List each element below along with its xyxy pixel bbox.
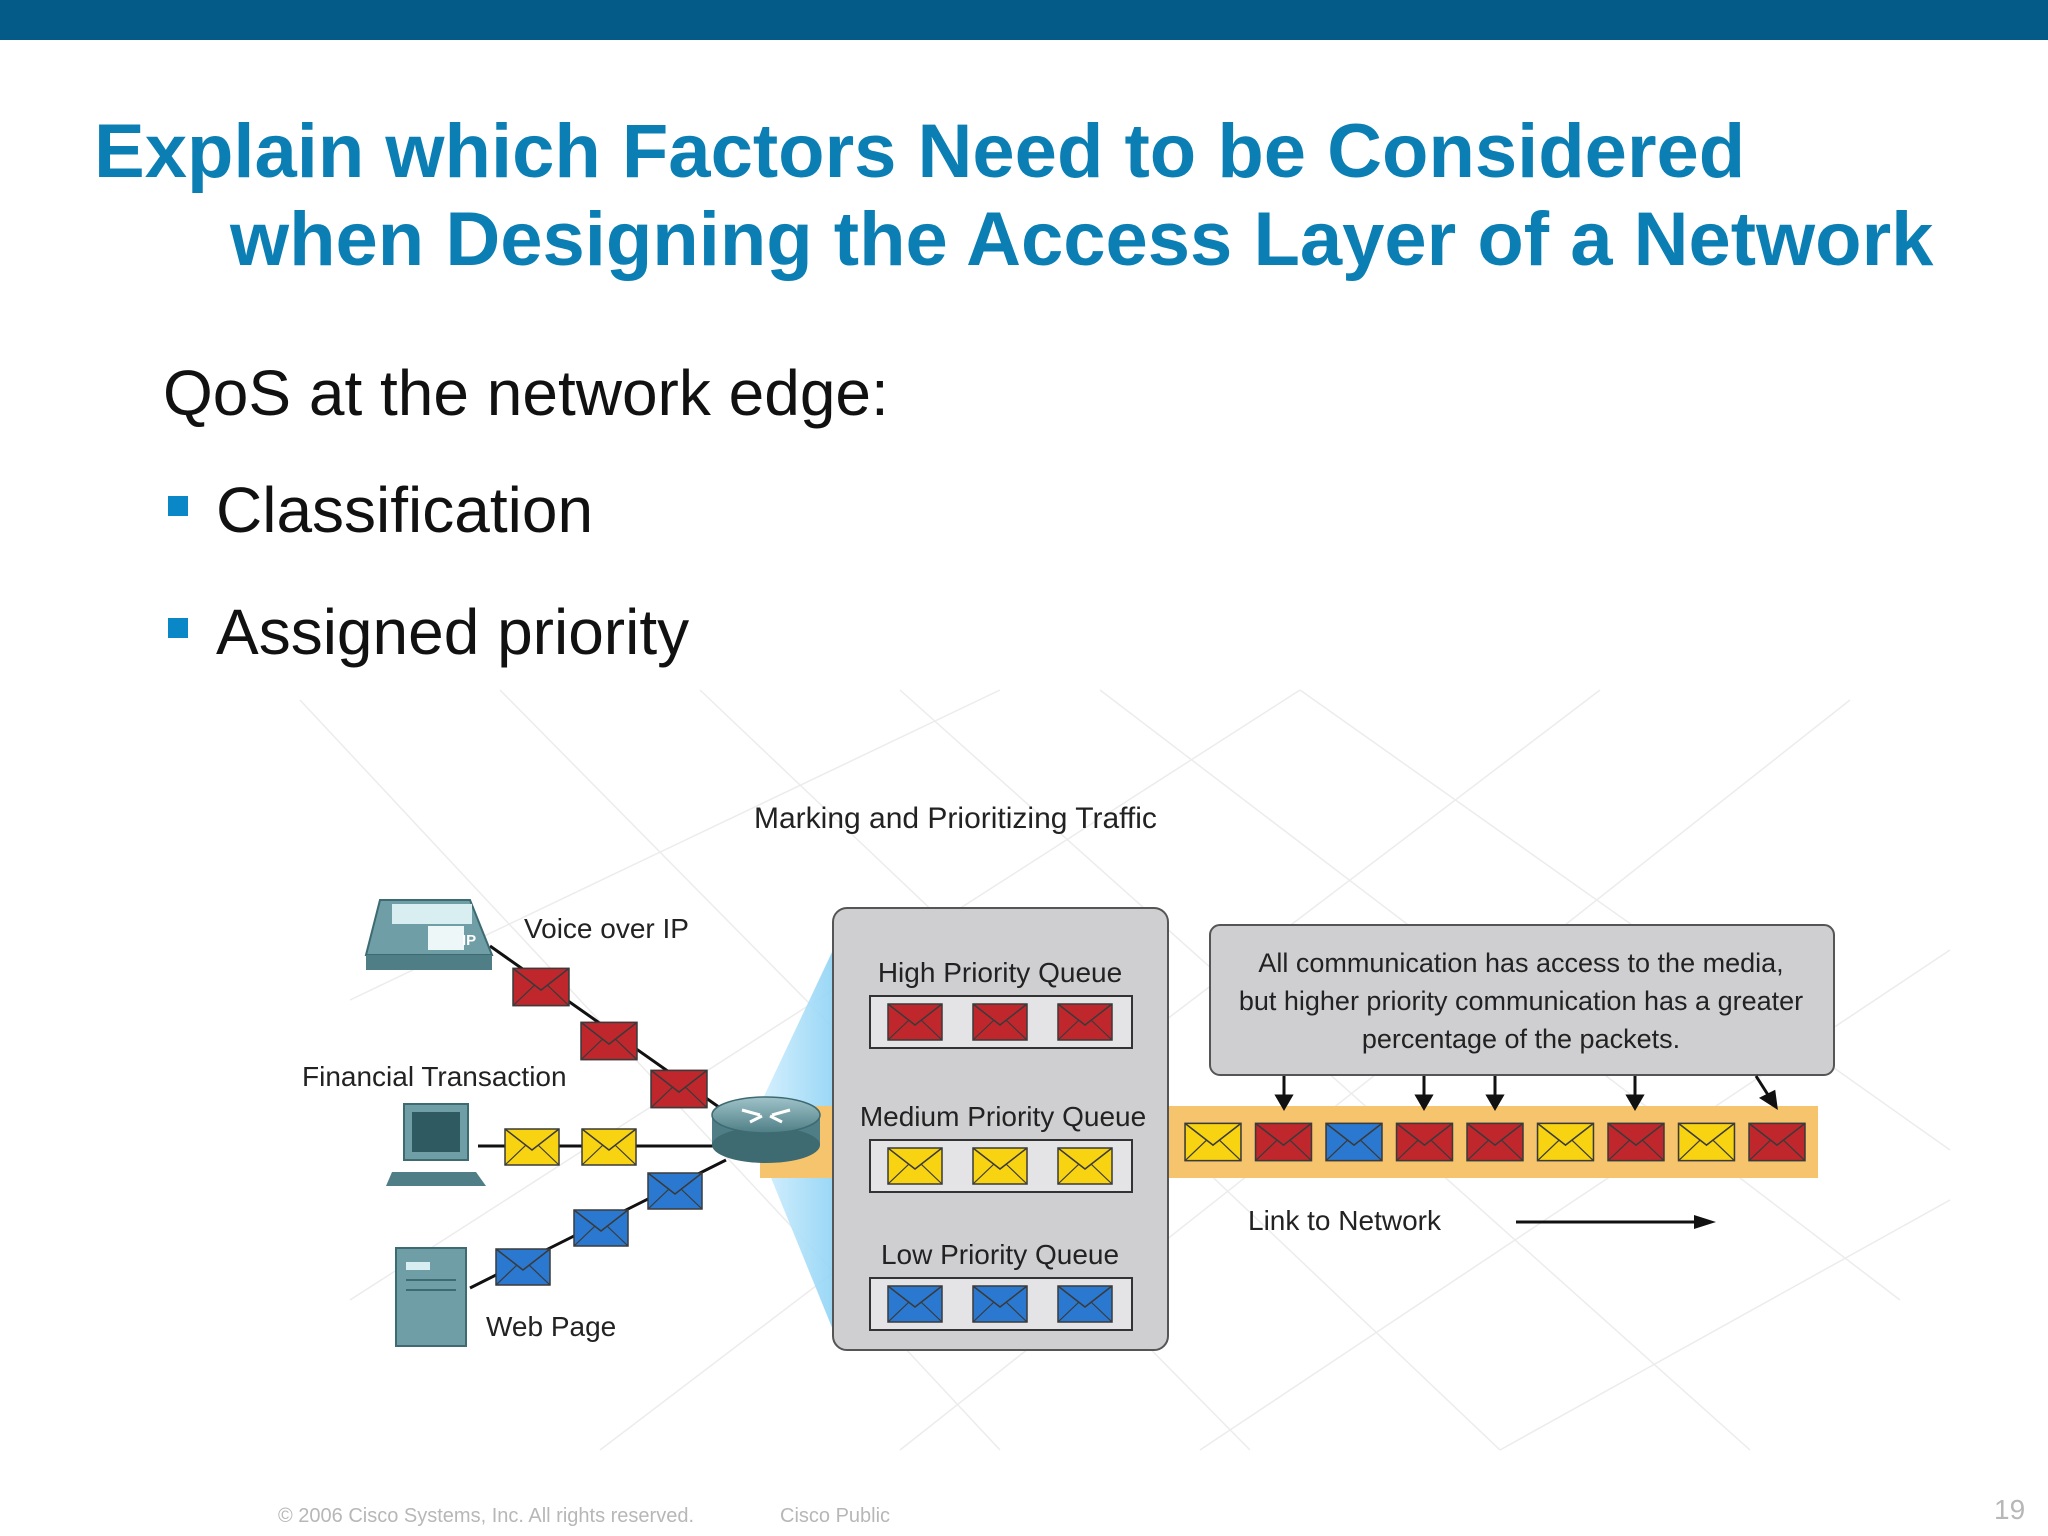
financial-label: Financial Transaction [302, 1061, 567, 1092]
medium-priority-queue-label: Medium Priority Queue [860, 1101, 1146, 1132]
slide-title-line-2: when Designing the Access Layer of a Net… [230, 197, 1934, 282]
slide-title-line-1: Explain which Factors Need to be Conside… [94, 109, 1746, 194]
link-packet-red [1254, 1122, 1313, 1162]
voip-packet [650, 1069, 708, 1109]
bullet-item-classification: Classification [168, 470, 689, 592]
queued-packet [1057, 1147, 1113, 1185]
bullet-label: Assigned priority [216, 596, 690, 668]
queued-packet [972, 1003, 1028, 1041]
queued-packet [972, 1147, 1028, 1185]
router-icon [711, 1096, 821, 1163]
voip-packet [512, 967, 570, 1007]
link-packet-yellow [1677, 1122, 1736, 1162]
link-packet-yellow [1536, 1122, 1595, 1162]
link-packet-red [1607, 1122, 1665, 1162]
note-box [1209, 924, 1835, 1076]
ip-phone-icon: IP [364, 899, 494, 970]
note-line-2: but higher priority communication has a … [1239, 986, 1803, 1016]
financial-packet [504, 1128, 560, 1166]
queued-packet [887, 1147, 943, 1185]
note-arrows [1274, 1075, 1778, 1111]
link-packet-red [1395, 1122, 1454, 1162]
voip-packet [580, 1021, 638, 1061]
brand-top-bar [0, 0, 2048, 40]
queued-packet [972, 1285, 1028, 1323]
bullet-item-assigned-priority: Assigned priority [168, 592, 689, 714]
computer-icon [386, 1103, 486, 1186]
square-bullet-icon [168, 618, 188, 638]
financial-packet [581, 1128, 637, 1166]
ip-badge: IP [462, 932, 476, 949]
link-packet-red [1466, 1122, 1524, 1162]
high-priority-queue-label: High Priority Queue [878, 957, 1122, 988]
page-number: 19 [1994, 1494, 2026, 1525]
web-packet [573, 1209, 629, 1247]
diagram-title: Marking and Prioritizing Traffic [754, 802, 1157, 835]
web-page-label: Web Page [486, 1311, 616, 1342]
square-bullet-icon [168, 496, 188, 516]
low-priority-queue-label: Low Priority Queue [881, 1239, 1119, 1270]
queued-packet [887, 1285, 943, 1323]
note-line-3: percentage of the packets. [1362, 1024, 1680, 1054]
bullet-list: Classification Assigned priority [168, 470, 689, 714]
link-packet-yellow [1184, 1122, 1242, 1162]
server-icon [395, 1247, 467, 1347]
link-packet-red [1748, 1122, 1806, 1162]
queued-packet [887, 1003, 943, 1041]
queued-packet [1057, 1003, 1113, 1041]
copyright-text: © 2006 Cisco Systems, Inc. All rights re… [278, 1505, 695, 1527]
intro-text: QoS at the network edge: [163, 357, 889, 429]
bullet-label: Classification [216, 474, 594, 546]
incoming-packets [495, 967, 708, 1286]
link-packets [1184, 1122, 1806, 1162]
web-packet [647, 1172, 703, 1210]
slide-title: Explain which Factors Need to be Conside… [94, 108, 1933, 284]
queued-packet [1057, 1285, 1113, 1323]
link-to-network-label: Link to Network [1248, 1205, 1442, 1236]
voip-label: Voice over IP [524, 913, 689, 944]
classification-text: Cisco Public [780, 1505, 891, 1527]
link-direction-arrow-icon [1516, 1215, 1716, 1229]
note-line-1: All communication has access to the medi… [1258, 948, 1783, 978]
link-packet-blue [1325, 1122, 1383, 1162]
web-packet [495, 1248, 551, 1286]
